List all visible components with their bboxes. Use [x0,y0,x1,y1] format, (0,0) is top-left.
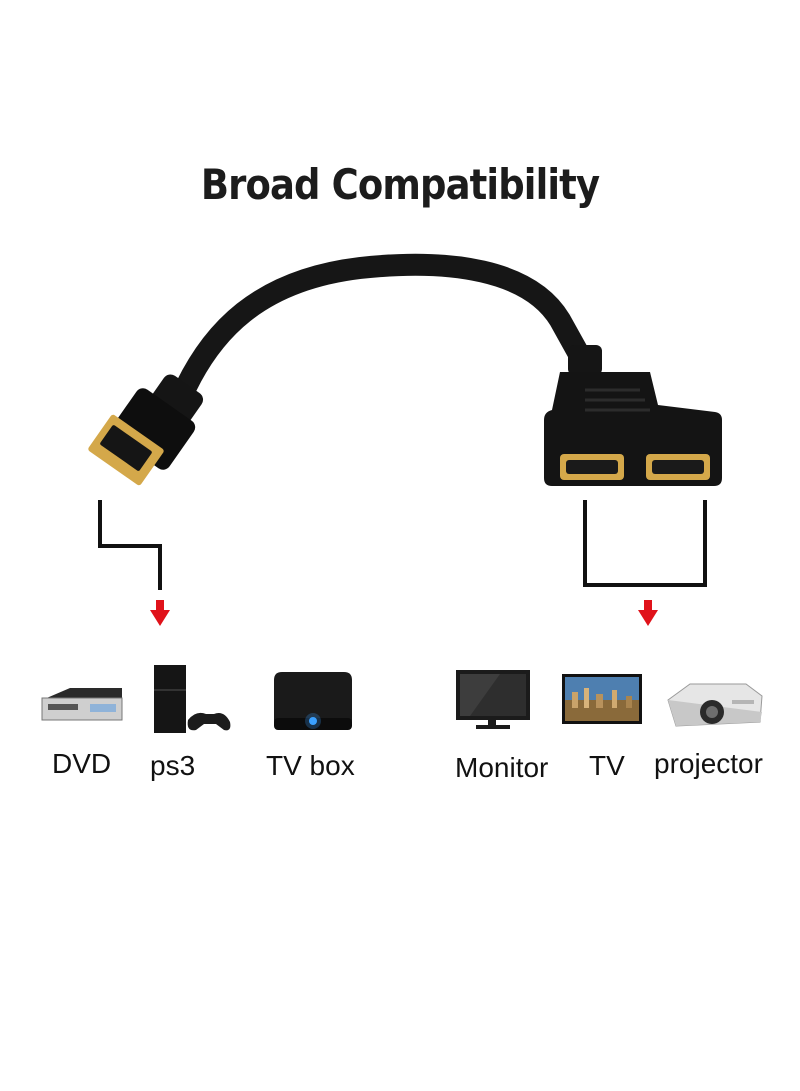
display-label-tv: TV [589,750,625,781]
display-connector-line [583,500,707,587]
monitor-icon [456,670,530,729]
source-arrow-icon [150,600,170,626]
hdmi-male-plug [88,374,204,486]
hdmi-splitter-body [544,345,722,486]
dvd-player-icon [41,688,123,721]
projector-icon [667,683,763,727]
source-label-ps3: ps3 [150,750,196,781]
tv-icon [562,674,642,724]
display-arrow-icon [638,600,658,626]
display-label-projector: projector [654,748,763,779]
tv-box-icon [274,672,352,730]
source-label-tv-box: TV box [266,750,355,781]
source-label-dvd: DVD [52,748,112,779]
headline: Broad Compatibility [200,160,600,209]
display-label-monitor: Monitor [455,752,549,783]
source-connector-line [98,500,162,590]
game-console-icon [154,665,231,733]
cable [169,253,596,411]
